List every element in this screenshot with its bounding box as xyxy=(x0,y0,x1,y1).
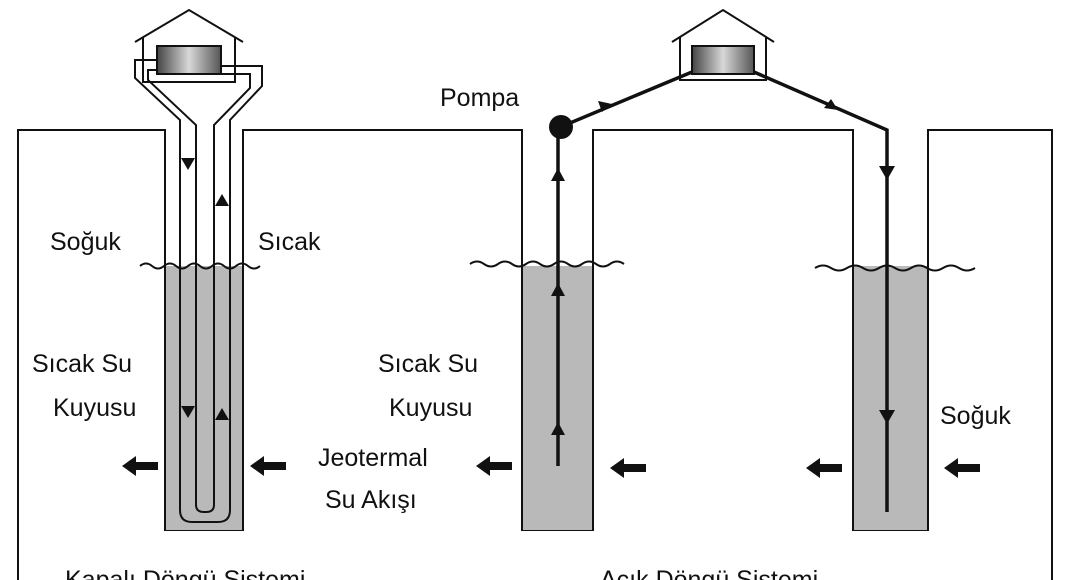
label-hot-well-mid-2: Kuyusu xyxy=(389,394,472,422)
flow-arrow-mid-2 xyxy=(610,458,646,478)
water-return-well xyxy=(854,266,927,530)
closed-loop-pipe-outer xyxy=(134,59,263,523)
heat-unit-closed xyxy=(156,45,222,75)
arrow-down-open-1 xyxy=(879,166,895,180)
flow-arrow-left-1 xyxy=(122,456,158,476)
flow-arrow-right-2 xyxy=(944,458,980,478)
water-surface-mid xyxy=(469,260,625,268)
label-cold-right: Soğuk xyxy=(940,402,1011,430)
arrow-up-open-2 xyxy=(551,283,565,296)
label-hot-well-left-1: Sıcak Su xyxy=(32,350,132,378)
arrow-up-open-3 xyxy=(551,422,565,435)
flow-arrow-mid-1 xyxy=(476,456,512,476)
arrow-down-closed-top xyxy=(181,158,195,170)
arrow-down-closed-bottom xyxy=(181,406,195,418)
label-hot-well-mid-1: Sıcak Su xyxy=(378,350,478,378)
heat-unit-open xyxy=(691,45,755,75)
arrow-down-open-2 xyxy=(879,410,895,424)
closed-loop-pipe-inner xyxy=(147,69,251,513)
label-hot-left: Sıcak xyxy=(258,228,321,256)
house-open-loop xyxy=(671,8,775,81)
arrow-right-pump-line xyxy=(598,101,612,112)
pump-icon xyxy=(549,115,573,139)
label-pump: Pompa xyxy=(440,84,519,112)
arrow-up-open-1 xyxy=(551,168,565,181)
open-loop-return-pipe xyxy=(753,70,889,512)
label-closed-loop: Kapalı Döngü Sistemi xyxy=(65,566,305,580)
house-closed-loop xyxy=(134,8,244,83)
water-surface-left xyxy=(139,262,261,270)
label-hot-well-left-2: Kuyusu xyxy=(53,394,136,422)
arrow-down-return-line xyxy=(824,99,838,110)
arrow-up-closed-bottom xyxy=(215,408,229,420)
flow-arrows xyxy=(122,456,980,478)
label-geo-flow-2: Su Akışı xyxy=(325,486,417,514)
label-open-loop: Açık Döngü Sistemi xyxy=(600,566,818,580)
label-geo-flow-1: Jeotermal xyxy=(318,444,428,472)
flow-arrow-right-1 xyxy=(806,458,842,478)
water-surface-right xyxy=(814,264,976,272)
label-cold-left: Soğuk xyxy=(50,228,121,256)
flow-arrow-left-2 xyxy=(250,456,286,476)
arrow-up-closed-top xyxy=(215,194,229,206)
